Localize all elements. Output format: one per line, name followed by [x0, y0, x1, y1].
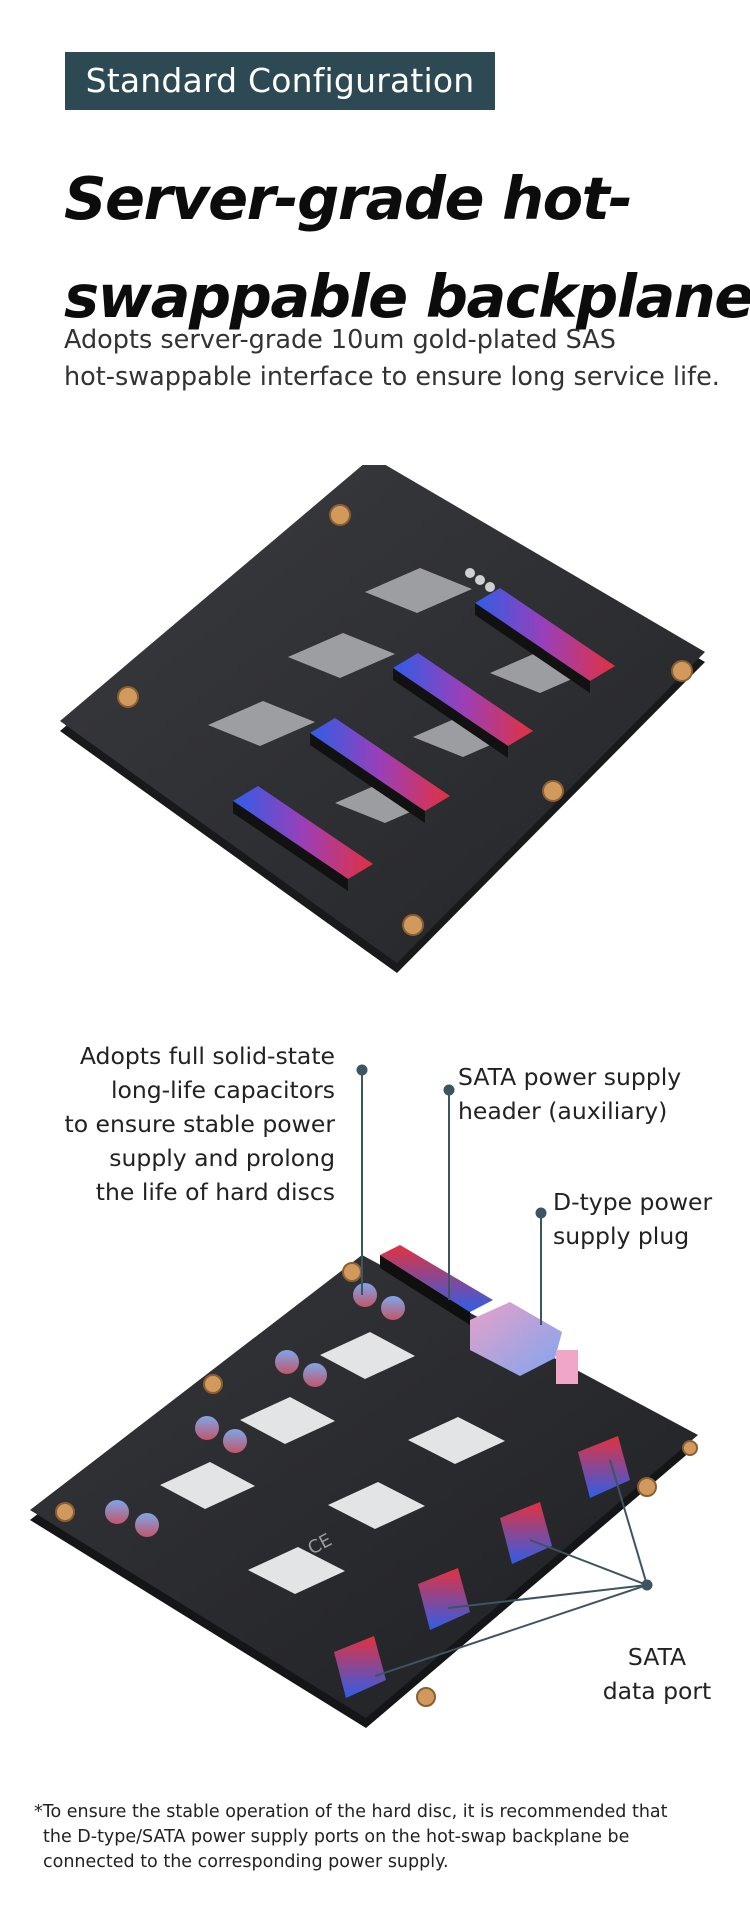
rear-board-surface	[30, 1255, 698, 1718]
callout-sata-data: SATA data port	[587, 1640, 727, 1708]
callout-dtype-plug: D-type power supply plug	[553, 1185, 712, 1253]
callout-sata-power-line-2: header (auxiliary)	[458, 1097, 668, 1125]
callout-leaders	[356, 1064, 653, 1677]
board-surface	[60, 465, 705, 963]
dtype-power-plug	[470, 1302, 562, 1376]
sas-connectors	[233, 588, 615, 891]
backplane-front-image	[60, 465, 705, 973]
status-leds	[465, 568, 495, 592]
sata-data-ports	[334, 1436, 630, 1698]
lead-line-2: hot-swappable interface to ensure long s…	[64, 362, 720, 392]
callout-sata-power-line-1: SATA power supply	[458, 1063, 682, 1091]
callout-sata-data-line-2: data port	[602, 1677, 712, 1705]
sata-power-header	[380, 1245, 493, 1312]
capacitors	[105, 1283, 405, 1537]
callout-sata-power: SATA power supply header (auxiliary)	[458, 1060, 681, 1128]
callout-dtype-line-1: D-type power	[553, 1188, 713, 1216]
rear-mounting-holes	[55, 1262, 698, 1707]
rear-board-cutouts	[160, 1332, 505, 1594]
callout-capacitors: Adopts full solid-state long-life capaci…	[40, 1039, 336, 1209]
footnote: *To ensure the stable operation of the h…	[34, 1800, 734, 1875]
mounting-holes	[117, 504, 693, 936]
headline: Server-grade hot- swappable backplane	[64, 150, 750, 346]
lead-line-1: Adopts server-grade 10um gold-plated SAS	[64, 325, 616, 355]
section-tag: Standard Configuration	[65, 52, 495, 110]
callout-capacitors-line-3: to ensure stable power	[64, 1110, 336, 1138]
callout-capacitors-line-5: the life of hard discs	[95, 1178, 335, 1206]
callout-capacitors-line-1: Adopts full solid-state	[79, 1042, 335, 1070]
callout-dtype-line-2: supply plug	[553, 1222, 690, 1250]
callout-capacitors-line-2: long-life capacitors	[110, 1076, 335, 1104]
footnote-line-3: connected to the corresponding power sup…	[43, 1852, 449, 1872]
callout-capacitors-line-4: supply and prolong	[109, 1144, 335, 1172]
headline-line-1: Server-grade hot-	[64, 164, 633, 233]
callout-sata-data-line-1: SATA	[627, 1643, 687, 1671]
headline-line-2: swappable backplane	[64, 262, 750, 331]
backplane-rear-image: CE	[30, 1064, 698, 1728]
lead-paragraph: Adopts server-grade 10um gold-plated SAS…	[64, 322, 744, 396]
fan-header	[556, 1350, 578, 1384]
footnote-line-2: the D-type/SATA power supply ports on th…	[43, 1827, 630, 1847]
footnote-line-1: *To ensure the stable operation of the h…	[34, 1802, 668, 1822]
